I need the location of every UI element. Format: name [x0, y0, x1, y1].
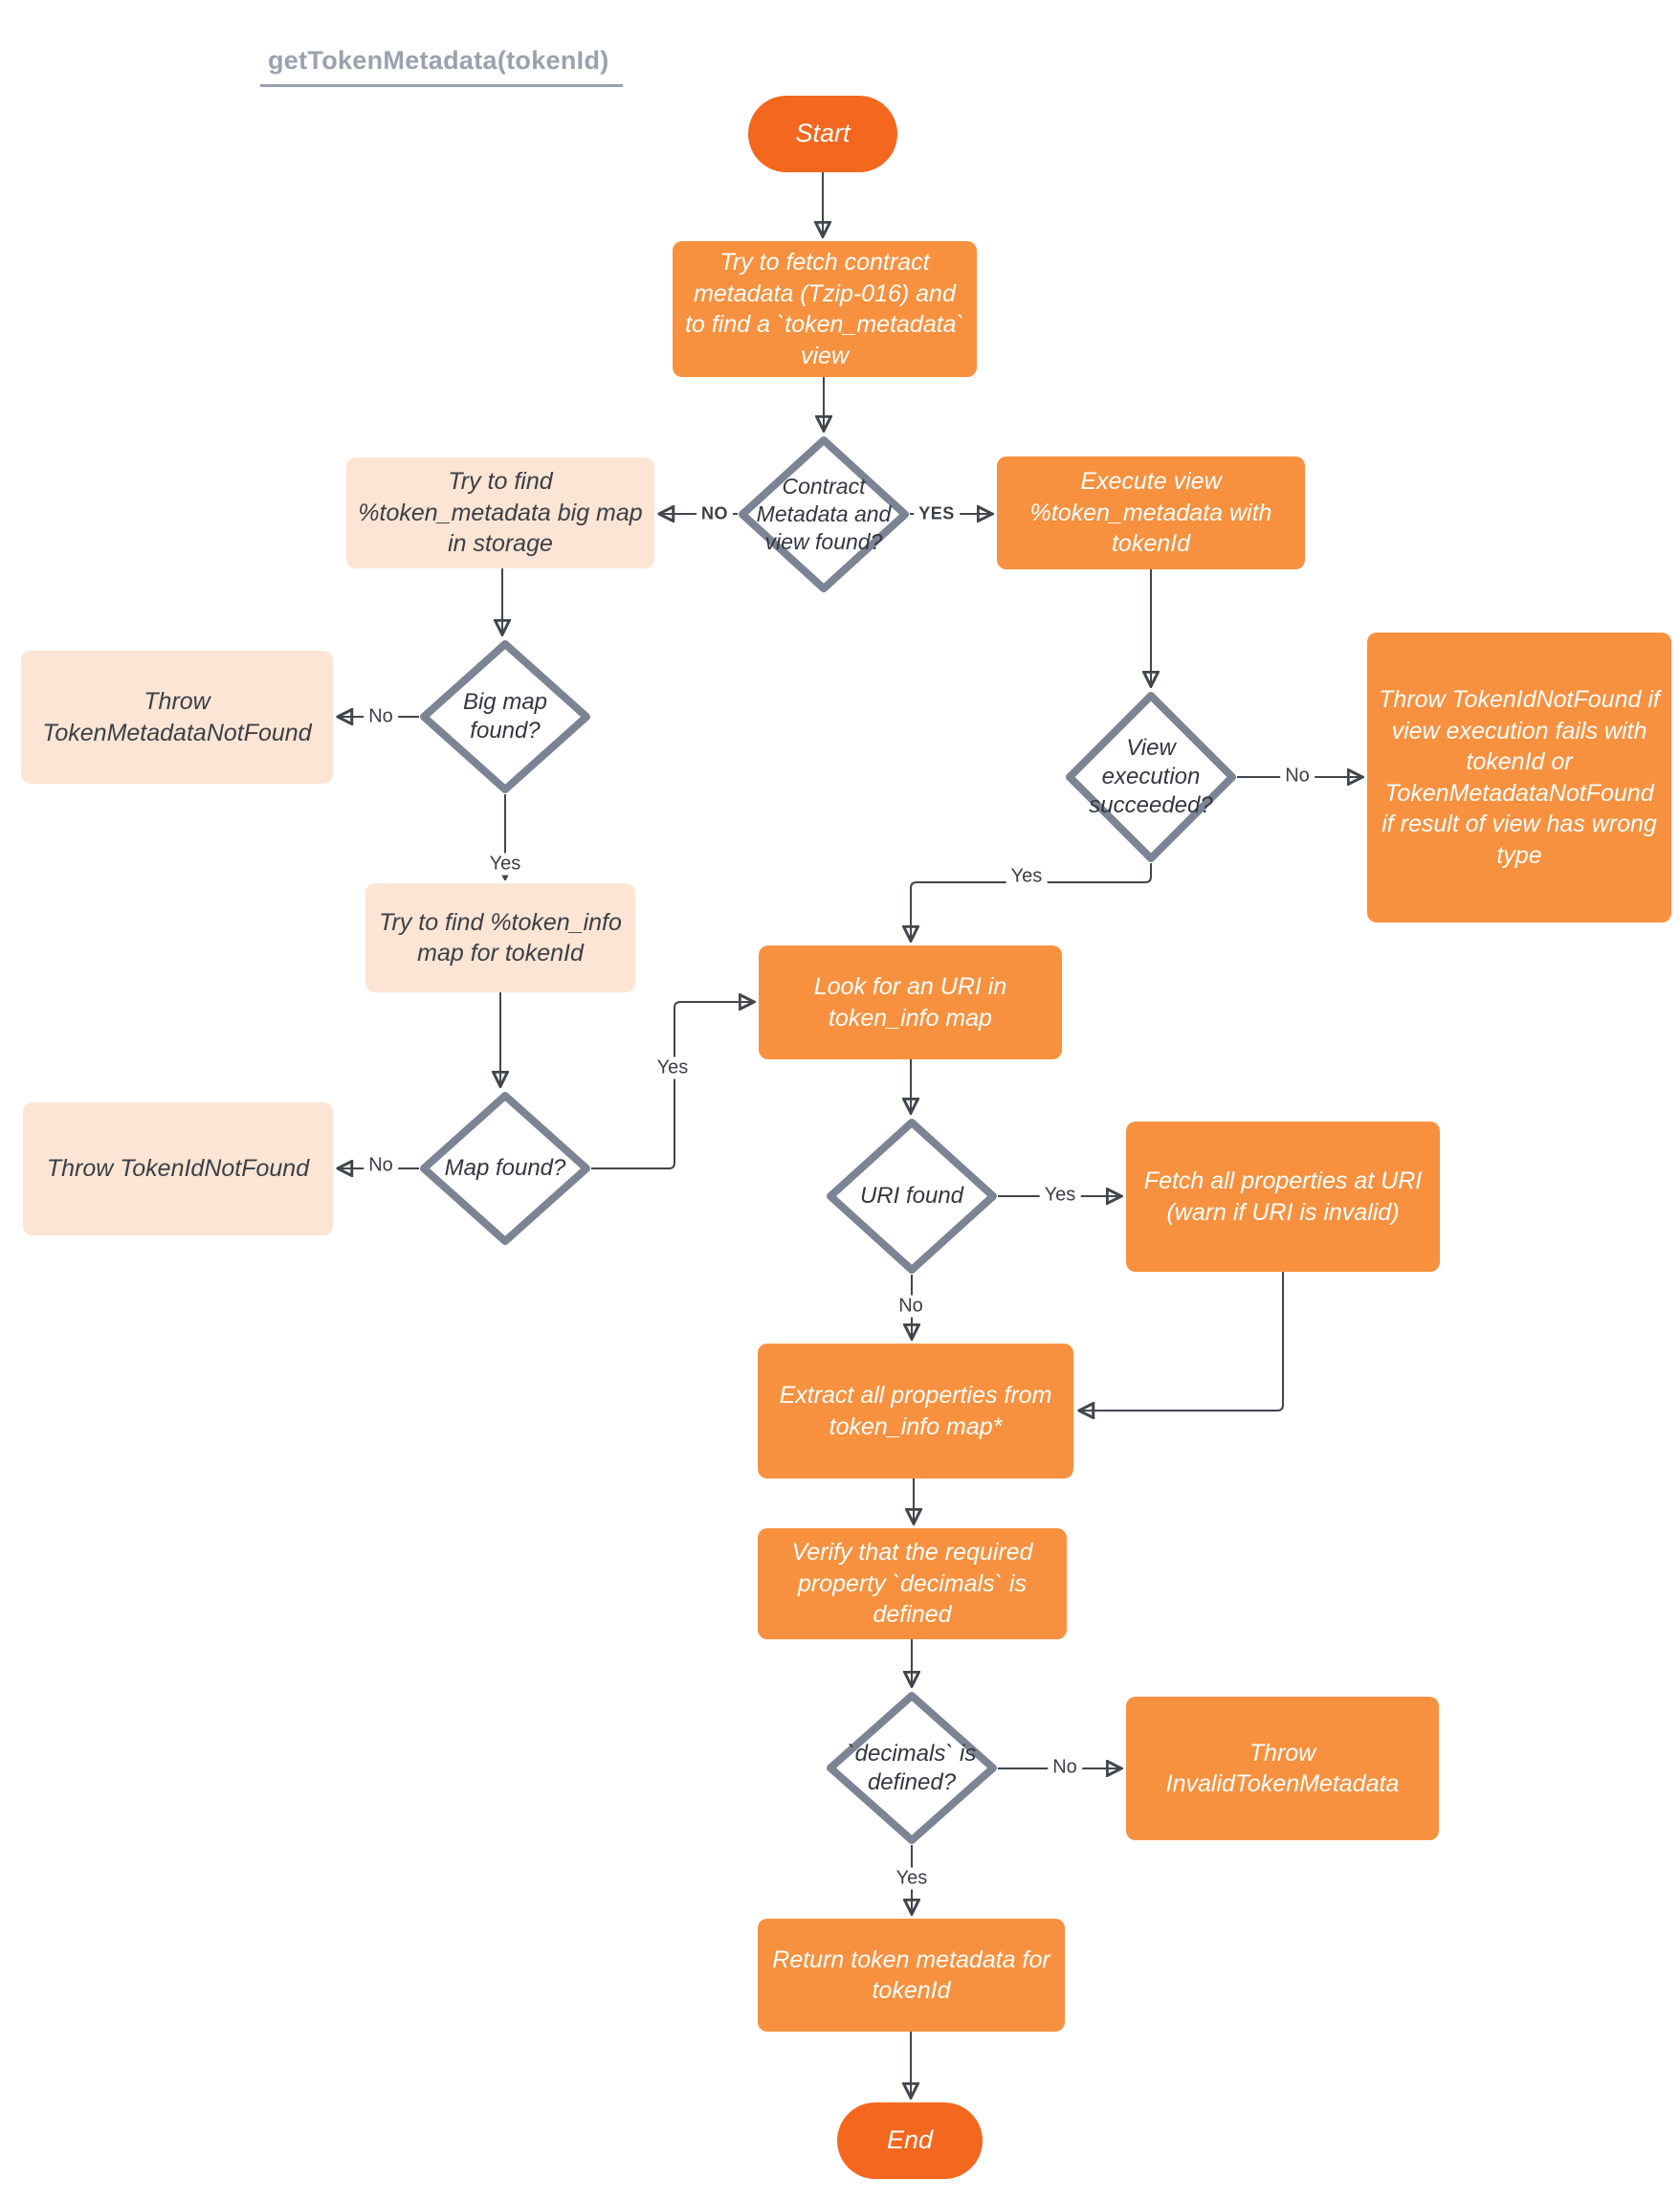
find-token-metadata-bigmap-label: Try to find %token_metadata big map in s… [358, 468, 643, 558]
execute-view-label: Execute view %token_metadata with tokenI… [1029, 468, 1272, 558]
decimals-defined-decision: `decimals` is defined? [826, 1691, 998, 1845]
throw-view-errors-label: Throw TokenIdNotFound if view execution … [1379, 686, 1660, 869]
throw-token-id-not-found-note: Throw TokenIdNotFound [23, 1102, 333, 1235]
diagram-title: getTokenMetadata(tokenId) [260, 46, 623, 87]
start-label: Start [795, 119, 851, 148]
verify-decimals-label: Verify that the required property `decim… [791, 1539, 1033, 1629]
edge-label-no: No [364, 1154, 398, 1177]
diamond-shape [827, 1119, 997, 1274]
throw-token-id-not-found-label: Throw TokenIdNotFound [46, 1155, 310, 1183]
edge-label-no: No [364, 705, 398, 728]
extract-all-properties-label: Extract all properties from token_info m… [779, 1382, 1052, 1440]
edge-label-yes: Yes [484, 853, 526, 876]
extract-all-properties-process: Extract all properties from token_info m… [758, 1344, 1073, 1478]
throw-invalid-token-metadata-process: Throw InvalidTokenMetadata [1126, 1697, 1439, 1840]
edge-label-yes: Yes [652, 1056, 694, 1079]
fetch-all-properties-process: Fetch all properties at URI (warn if URI… [1126, 1122, 1440, 1272]
diamond-shape [827, 1692, 997, 1844]
find-token-info-map-process: Try to find %token_info map for tokenId [365, 883, 635, 992]
decimals-defined-label: `decimals` is defined? [847, 1740, 977, 1795]
diamond-shape [420, 640, 590, 793]
edge-label-no: No [894, 1295, 928, 1318]
map-found-label: Map found? [444, 1155, 566, 1181]
edge-label-no: No [1280, 765, 1315, 788]
find-token-metadata-bigmap-process: Try to find %token_metadata big map in s… [346, 457, 654, 568]
edge-label-yes: Yes [1039, 1184, 1081, 1207]
verify-decimals-process: Verify that the required property `decim… [758, 1528, 1067, 1639]
big-map-found-label: Big map found? [462, 689, 548, 744]
throw-token-metadata-not-found-label: Throw TokenMetadataNotFound [42, 688, 312, 746]
contract-metadata-found-label: Contract Metadata and view found? [756, 474, 892, 554]
contract-metadata-found-decision: Contract Metadata and view found? [738, 435, 910, 593]
throw-invalid-token-metadata-label: Throw InvalidTokenMetadata [1165, 1739, 1400, 1798]
big-map-found-decision: Big map found? [419, 639, 591, 794]
diamond-shape [1066, 692, 1236, 862]
map-found-decision: Map found? [419, 1091, 591, 1246]
diamond-shape [739, 436, 909, 592]
fetch-contract-metadata-process: Try to fetch contract metadata (Tzip-016… [673, 241, 977, 377]
start-terminator: Start [748, 96, 897, 172]
return-token-metadata-process: Return token metadata for tokenId [758, 1919, 1065, 2032]
connector-fetchprops-extract [1081, 1272, 1284, 1411]
throw-token-metadata-not-found-note: Throw TokenMetadataNotFound [21, 651, 333, 784]
fetch-contract-metadata-label: Try to fetch contract metadata (Tzip-016… [685, 249, 964, 369]
end-terminator: End [837, 2102, 983, 2179]
fetch-all-properties-label: Fetch all properties at URI (warn if URI… [1143, 1167, 1423, 1226]
edge-label-yes: YES [914, 503, 960, 524]
edge-label-yes: Yes [891, 1867, 933, 1890]
view-execution-succeeded-decision: View execution succeeded? [1065, 691, 1237, 863]
uri-found-decision: URI found [826, 1118, 998, 1275]
return-token-metadata-label: Return token metadata for tokenId [772, 1945, 1050, 2005]
uri-found-label: URI found [859, 1183, 964, 1209]
find-token-info-map-label: Try to find %token_info map for tokenId [379, 908, 622, 967]
throw-view-errors-process: Throw TokenIdNotFound if view execution … [1367, 633, 1671, 923]
connector-mapfound-yes [591, 1002, 752, 1169]
execute-view-process: Execute view %token_metadata with tokenI… [997, 456, 1305, 569]
diamond-shape [420, 1092, 590, 1245]
end-label: End [886, 2125, 934, 2155]
edge-label-yes: Yes [1006, 865, 1048, 888]
view-execution-succeeded-label: View execution succeeded? [1089, 735, 1213, 818]
edge-label-no: No [1048, 1756, 1082, 1779]
edge-label-no: NO [696, 503, 733, 524]
look-for-uri-process: Look for an URI in token_info map [759, 945, 1062, 1059]
look-for-uri-label: Look for an URI in token_info map [813, 973, 1007, 1032]
